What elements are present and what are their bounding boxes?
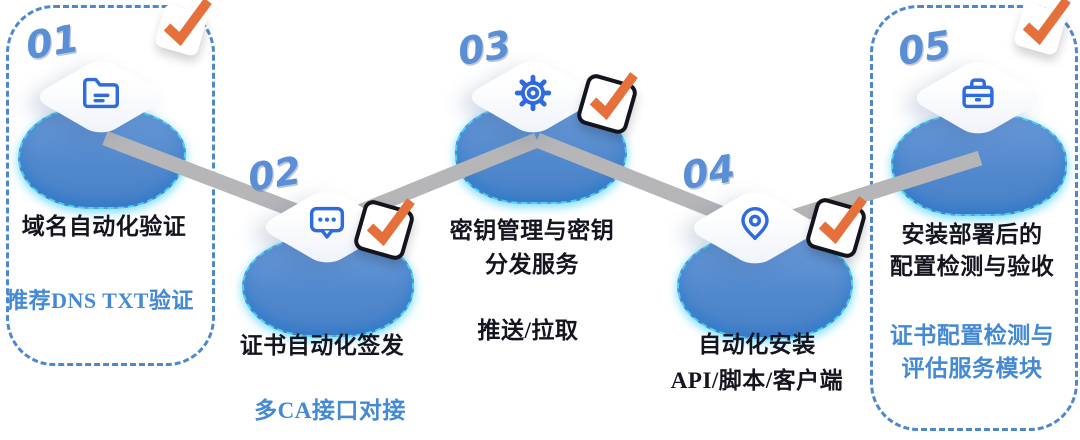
step5-title-line1: 安装部署后的 [901, 222, 1043, 247]
step-number-3: 03 [454, 22, 515, 74]
step-number-5: 05 [894, 22, 955, 74]
step-number-1: 01 [22, 16, 83, 68]
step5-title-line2: 配置检测与验收 [889, 254, 1055, 279]
highlight-box-step5 [870, 5, 1078, 431]
location-icon [732, 201, 778, 247]
step5-subtitle-line1: 证书配置检测与 [889, 323, 1055, 348]
step-number-4: 04 [678, 146, 739, 198]
check-icon [351, 197, 417, 263]
step4-title-line2: API/脚本/客户端 [670, 368, 844, 393]
step1-subtitle: 推荐DNS TXT验证 [6, 288, 194, 313]
step3-title-line2: 分发服务 [485, 252, 579, 277]
step-number-2: 02 [244, 148, 305, 200]
step3-title-line1: 密钥管理与密钥 [449, 218, 615, 243]
step4-title-line1: 自动化安装 [698, 332, 816, 357]
folder-icon [78, 70, 124, 116]
check-icon [1012, 0, 1071, 57]
step2-subtitle: 多CA接口对接 [254, 398, 406, 423]
gear-icon [510, 70, 556, 116]
check-icon [574, 71, 640, 137]
briefcase-icon [955, 71, 1001, 117]
chat-icon [304, 200, 350, 246]
check-icon [803, 195, 869, 261]
step3-subtitle: 推送/拉取 [477, 318, 579, 343]
step2-title: 证书自动化签发 [239, 333, 405, 358]
step1-title: 域名自动化验证 [21, 214, 187, 239]
check-icon [153, 0, 212, 58]
step5-subtitle-line2: 评估服务模块 [901, 356, 1043, 381]
